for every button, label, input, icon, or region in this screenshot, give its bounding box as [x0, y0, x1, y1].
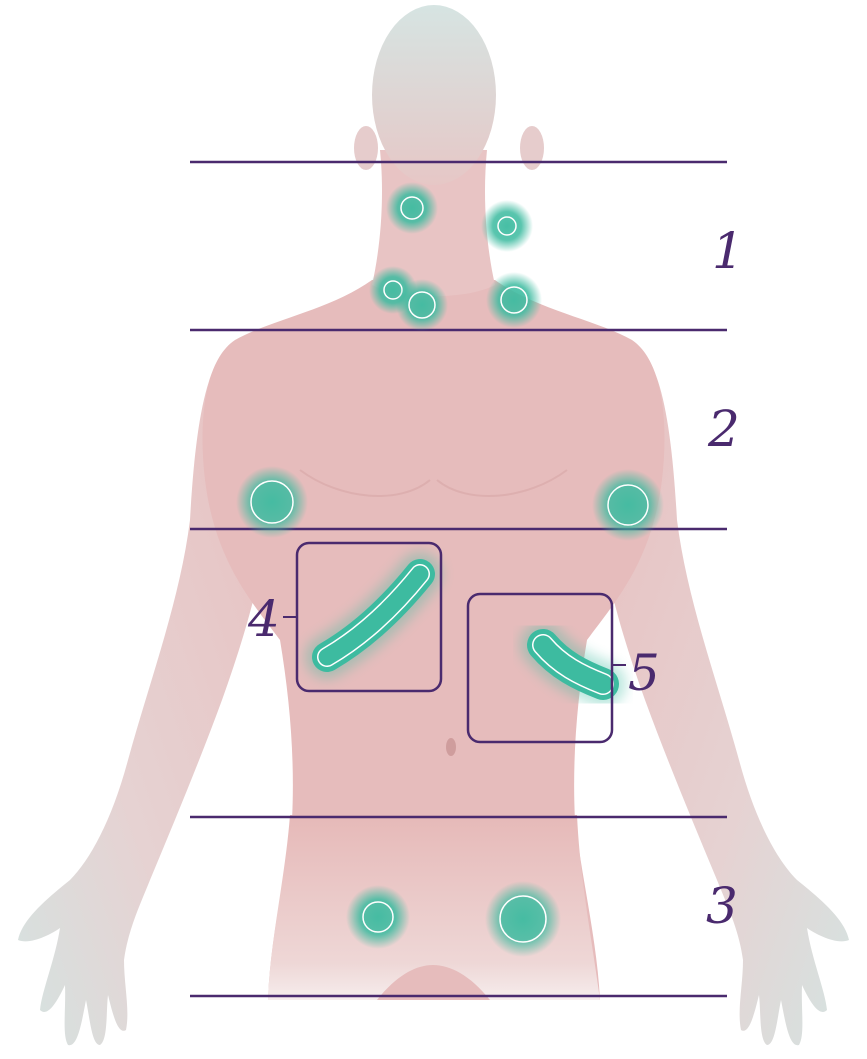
navel: [446, 738, 456, 756]
lymph-node-marker-icon: [236, 466, 308, 538]
right-ear: [520, 126, 544, 170]
lymph-node-marker-icon: [346, 885, 410, 949]
lymph-node-marker-icon: [486, 272, 542, 328]
left-ear: [354, 126, 378, 170]
zone-label-1: 1: [712, 222, 744, 280]
lymph-node-marker-icon: [481, 200, 533, 252]
head: [372, 5, 496, 185]
region-label-5: 5: [628, 644, 660, 702]
lymph-node-marker-icon: [485, 881, 561, 957]
lymph-node-marker-icon: [396, 279, 448, 331]
lymph-node-marker-icon: [592, 469, 664, 541]
zone-label-2: 2: [707, 400, 740, 458]
organ-marker-icon: [543, 645, 603, 684]
region-label-4: 4: [247, 590, 280, 648]
lymph-node-marker-icon: [386, 182, 438, 234]
zone-label-3: 3: [706, 877, 738, 935]
